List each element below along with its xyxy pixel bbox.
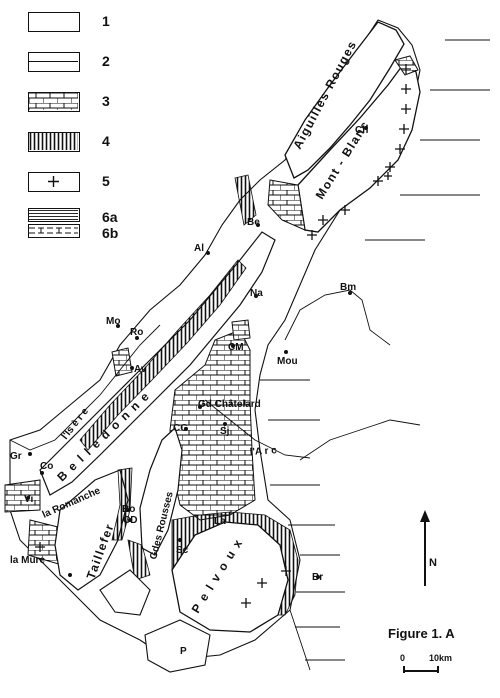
aiguilles-rouges-massif bbox=[284, 21, 405, 179]
label-cm: CM bbox=[228, 342, 244, 353]
pelvoux-vertical-rim bbox=[171, 511, 299, 616]
scale-tick bbox=[437, 666, 439, 673]
label-cg: CG bbox=[173, 423, 188, 434]
legend-number: 2 bbox=[102, 53, 110, 69]
label-vi: Vi bbox=[24, 494, 33, 505]
figure-caption: Figure 1. A bbox=[388, 626, 455, 641]
label-be: Be bbox=[247, 217, 260, 228]
scale-line bbox=[403, 670, 439, 672]
legend-item-4: 4 bbox=[18, 132, 138, 158]
label-mo: Mo bbox=[106, 316, 120, 327]
legend-item-6b: 6b bbox=[18, 224, 138, 250]
label-cd: CD bbox=[123, 515, 137, 526]
taillefer-vertical-band bbox=[111, 467, 133, 541]
grandes-rousses-massif bbox=[139, 426, 183, 556]
locality-dots bbox=[26, 126, 368, 579]
scale-end-label: 10km bbox=[429, 653, 453, 663]
pelvoux-crosses bbox=[241, 566, 291, 608]
label-co: Co bbox=[40, 461, 53, 472]
label-bm: Bm bbox=[340, 282, 356, 293]
legend-swatch-dashed-lines bbox=[28, 224, 80, 238]
legend-item-6a: 6a bbox=[18, 208, 138, 234]
label-gr: Gr bbox=[10, 451, 22, 462]
label-mou: Mou bbox=[277, 356, 298, 367]
label-gd-chatelard: Gd Châtelard bbox=[198, 399, 261, 410]
chamonix-cover bbox=[267, 179, 306, 231]
southern-massif-p bbox=[144, 619, 211, 673]
north-arrow-icon: N bbox=[420, 510, 437, 586]
label-al: Al bbox=[194, 243, 204, 254]
label-ro: Ro bbox=[130, 327, 143, 338]
belledonne-vertical-band bbox=[79, 259, 247, 451]
allevard-vertical-band bbox=[234, 174, 257, 226]
legend-number: 1 bbox=[102, 13, 110, 29]
north-arrow: N bbox=[412, 508, 442, 588]
legend-number: 3 bbox=[102, 93, 110, 109]
scale-start-label: 0 bbox=[400, 653, 406, 663]
legend-item-3: 3 bbox=[18, 92, 138, 118]
arc-valley bbox=[204, 399, 311, 459]
taillefer-massif bbox=[54, 469, 129, 591]
vizille-brick-cover bbox=[4, 479, 41, 513]
legend-swatch-brick bbox=[28, 92, 80, 112]
label-la-mure: la Mure bbox=[10, 555, 45, 566]
legend-item-5: 5 bbox=[18, 172, 138, 198]
legend-number: 5 bbox=[102, 173, 110, 189]
boundary-bm bbox=[284, 289, 391, 346]
av-brick-cover bbox=[111, 347, 133, 377]
cm-brick-cover bbox=[231, 319, 251, 341]
north-label: N bbox=[429, 557, 437, 569]
grandes-rousses-vertical-band bbox=[127, 539, 151, 581]
legend-swatch-crosses bbox=[28, 172, 80, 192]
right-edge-ticks bbox=[260, 39, 490, 661]
legend-number: 6b bbox=[102, 225, 119, 241]
legend-swatch-blank bbox=[28, 12, 80, 32]
la-mure-crosses bbox=[35, 542, 45, 552]
boundary-east bbox=[299, 419, 421, 461]
label-br: Br bbox=[312, 572, 323, 583]
scale-bar: 0 10km bbox=[397, 653, 487, 683]
label-na: Na bbox=[250, 288, 263, 299]
label-p: P bbox=[180, 646, 187, 657]
label-sj: Sj bbox=[220, 426, 230, 437]
boundary-southeast bbox=[289, 609, 311, 671]
label-l-arc: l'A r c bbox=[249, 445, 277, 458]
legend-item-2: 2 bbox=[18, 52, 138, 78]
legend-number: 4 bbox=[102, 133, 110, 149]
legend-number: 6a bbox=[102, 209, 118, 225]
mont-blanc-crosses bbox=[307, 64, 411, 240]
label-ch: Ch bbox=[355, 125, 368, 136]
label-sc: Sc bbox=[176, 545, 189, 556]
label-la: La bbox=[214, 516, 226, 527]
legend-item-1: 1 bbox=[18, 12, 138, 38]
mont-blanc-massif bbox=[297, 61, 421, 233]
label-av: Av bbox=[134, 364, 147, 375]
legend-swatch-horizontal-lines bbox=[28, 52, 80, 72]
southwest-blocks bbox=[99, 569, 151, 616]
legend-swatch-horizontal-lines-dense bbox=[28, 208, 80, 222]
legend-swatch-vertical-lines bbox=[28, 132, 80, 152]
scale-tick bbox=[403, 666, 405, 673]
isere-valley bbox=[9, 324, 161, 451]
label-bo: Bo bbox=[122, 504, 135, 515]
